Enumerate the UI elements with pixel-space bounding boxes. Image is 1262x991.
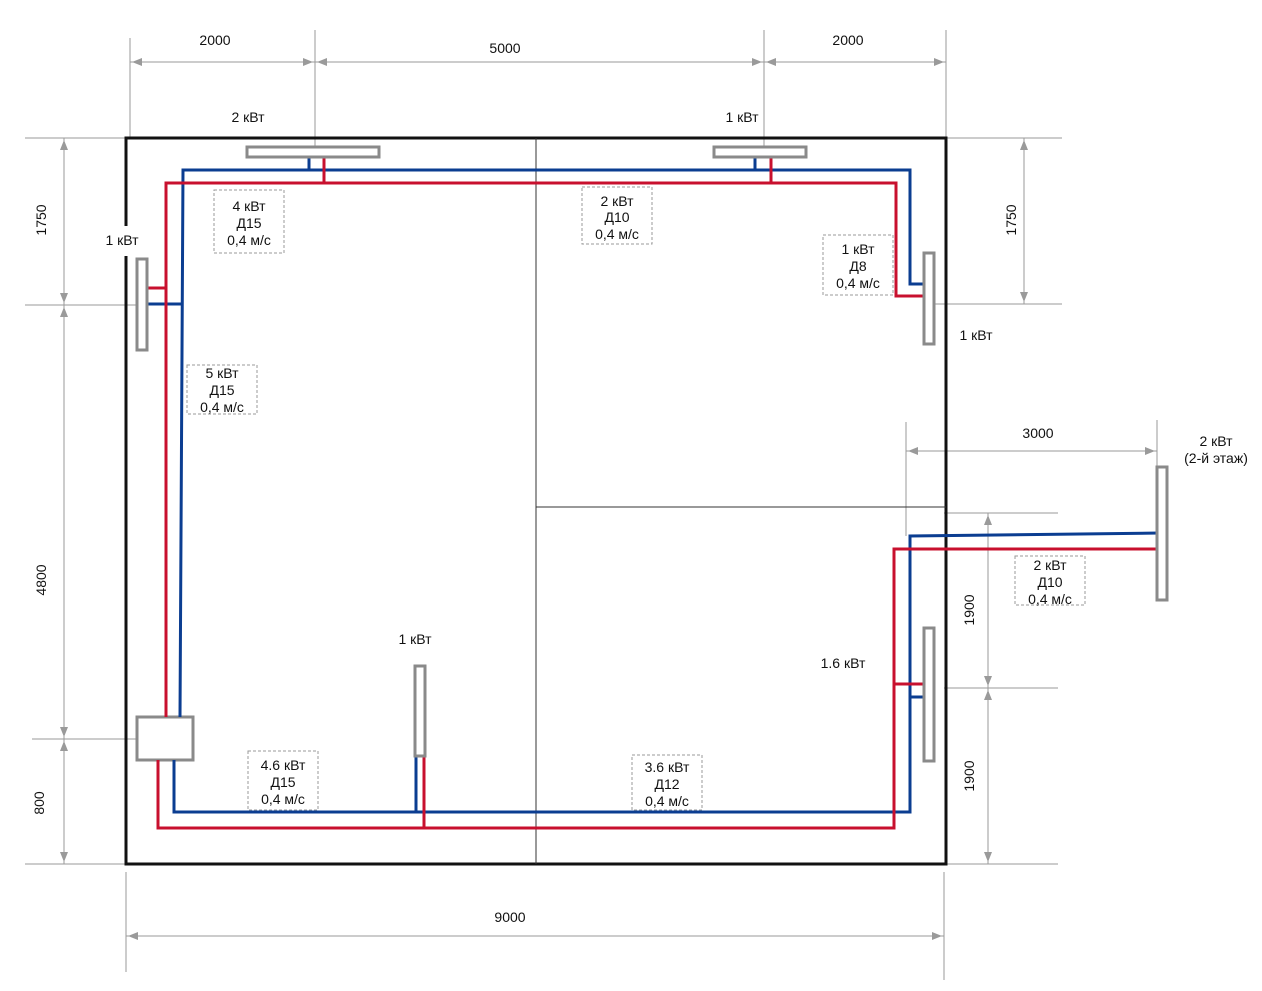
pipe-note-box-6 [247,750,319,811]
note-4-power: 5 кВт [205,365,239,381]
radiator-external-2nd-floor [1155,465,1169,602]
dim-right-1750: 1750 [1003,204,1019,235]
supply-pipe [146,155,1160,830]
boiler-unit [135,715,195,762]
radiator-top-right [712,145,808,159]
dim-bottom: 9000 [494,909,525,925]
note-2-power: 2 кВт [600,193,634,209]
radiator-right-wall-upper [922,251,936,346]
pipe-note-box-1 [213,189,285,254]
pipe-note-boxes [186,186,1086,811]
pipe-note-box-3 [822,234,894,296]
note-5-speed: 0,4 м/с [1028,591,1072,607]
note-1-power: 4 кВт [232,198,266,214]
note-7-speed: 0,4 м/с [645,793,689,809]
note-5-diameter: Д10 [1037,574,1062,590]
note-3-diameter: Д8 [849,258,866,274]
note-5-power: 2 кВт [1033,557,1067,573]
radiator-left-wall [135,257,149,352]
dim-left-4800: 4800 [33,564,49,595]
pipe-note-box-5 [1014,555,1086,606]
dim-top-right: 2000 [832,32,863,48]
dim-top-mid: 5000 [489,40,520,56]
note-1-speed: 0,4 м/с [227,232,271,248]
note-7-diameter: Д12 [654,776,679,792]
dim-right-1900-upper: 1900 [961,594,977,625]
note-6-power: 4.6 кВт [261,757,306,773]
note-4-diameter: Д15 [209,382,234,398]
radiator-right-wall-lower [922,626,936,763]
dim-left-800: 800 [31,791,47,815]
radiator-top-left [245,145,381,159]
radiator-external-power-label: 2 кВт [1199,433,1233,449]
radiator-right-wall-upper-label: 1 кВт [959,327,993,343]
note-6-speed: 0,4 м/с [261,791,305,807]
dimension-arrows [60,58,1155,940]
building-walls [124,136,948,866]
radiators [135,145,1169,763]
radiator-right-wall-lower-label: 1.6 кВт [821,655,866,671]
pipe-note-box-7 [631,754,703,811]
note-2-diameter: Д10 [604,209,629,225]
radiator-center-bottom [413,664,427,758]
radiator-top-right-label: 1 кВт [725,109,759,125]
radiator-left-wall-label: 1 кВт [105,232,139,248]
interior-partitions [535,138,946,864]
note-4-speed: 0,4 м/с [200,399,244,415]
radiator-top-left-label: 2 кВт [231,109,265,125]
return-pipe [146,155,1161,814]
dim-external-3000: 3000 [1022,425,1053,441]
pipe-note-box-2 [581,186,653,245]
pipe-note-box-4 [186,364,258,415]
note-3-speed: 0,4 м/с [836,275,880,291]
note-7-power: 3.6 кВт [645,759,690,775]
note-1-diameter: Д15 [236,215,261,231]
note-6-diameter: Д15 [270,774,295,790]
note-3-power: 1 кВт [841,241,875,257]
note-2-speed: 0,4 м/с [595,226,639,242]
dimension-lines [25,30,1158,980]
dim-left-1750: 1750 [33,204,49,235]
radiator-center-bottom-label: 1 кВт [398,631,432,647]
radiator-external-floor-label: (2-й этаж) [1184,450,1248,466]
dim-right-1900-lower: 1900 [961,760,977,791]
dim-top-left: 2000 [199,32,230,48]
